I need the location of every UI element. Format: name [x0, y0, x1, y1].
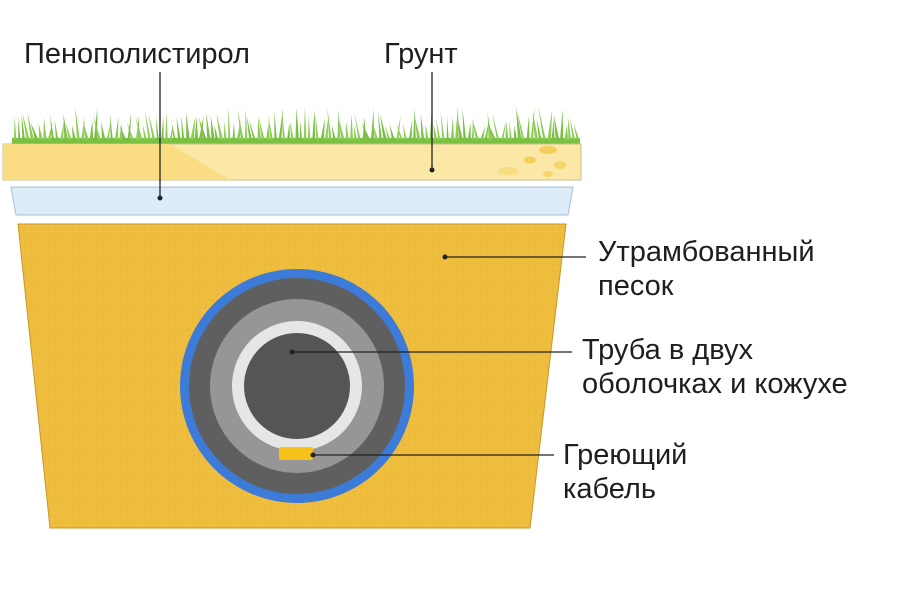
- grass-layer: [12, 106, 580, 144]
- pipe-core: [244, 333, 350, 439]
- soil-label: Грунт: [384, 38, 458, 70]
- soil-layer: [2, 143, 582, 181]
- heating-cable-label: Греющий кабель: [563, 439, 688, 505]
- sand-label: Утрамбованный песок: [598, 236, 815, 302]
- foam-label: Пенополистирол: [24, 38, 250, 70]
- pipe-assembly: [180, 269, 414, 503]
- pipe-label: Труба в двух оболочках и кожухе: [582, 334, 848, 400]
- heating-cable: [279, 447, 313, 460]
- leader-lines: [157, 72, 586, 458]
- foam-insulation-layer: [10, 186, 574, 216]
